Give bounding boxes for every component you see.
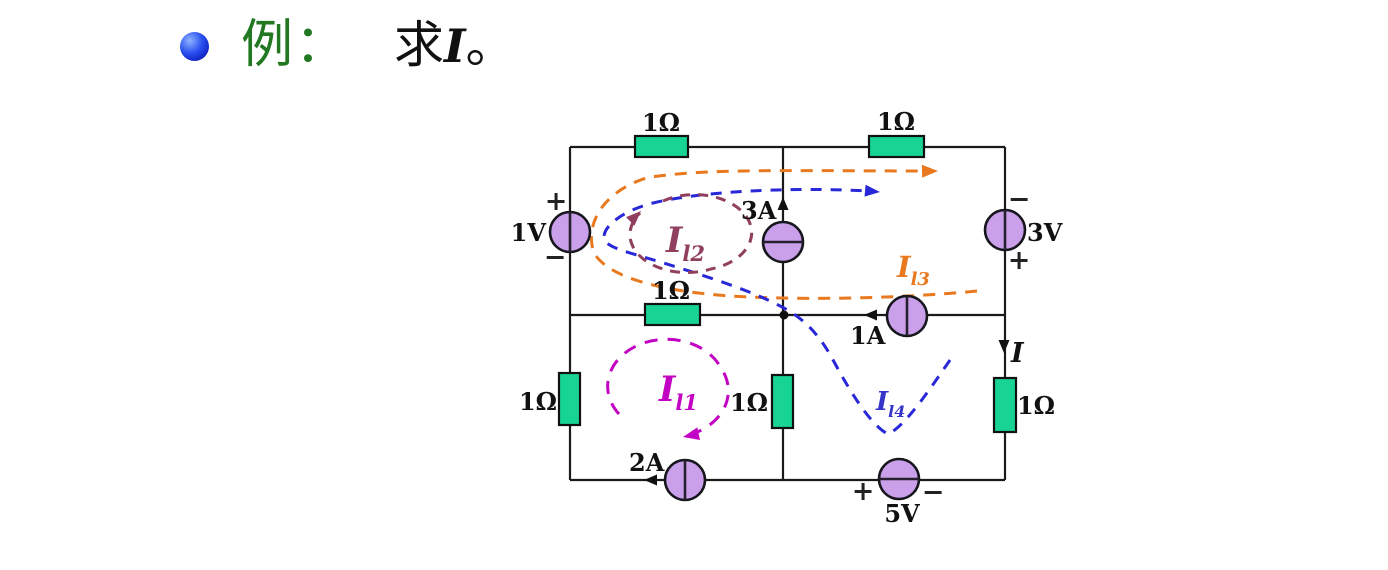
resistor-bottom-right-label: 1Ω <box>1017 391 1055 420</box>
resistor-top-left <box>633 134 690 159</box>
voltage-5v-plus-sign: + <box>852 476 875 507</box>
resistor-middle <box>643 302 702 327</box>
slide-title: 例： 求I。 <box>0 0 1388 90</box>
loop-il2-label: Il2 <box>665 220 705 266</box>
sources: + − 1V 3A − + 3V 1A 2A + − 5V <box>511 184 1063 528</box>
current-1a-arrow-icon <box>864 309 877 321</box>
node-dot <box>779 310 789 320</box>
loop-il3-arrowhead-icon <box>921 164 938 178</box>
question-text: 求I。 <box>394 19 516 72</box>
current-i-arrow-icon <box>998 340 1010 353</box>
voltage-1v-plus-sign: + <box>545 186 568 217</box>
loop-il4-path <box>602 188 952 436</box>
current-3a-label: 3A <box>741 196 777 225</box>
current-3a-arrow-icon <box>777 197 789 210</box>
current-2a-label: 2A <box>629 448 665 477</box>
loop-il1-arrowhead-icon <box>683 427 701 441</box>
question-task: 求 <box>394 17 444 73</box>
voltage-3v-plus-sign: + <box>1008 245 1031 276</box>
resistor-bottom-center <box>770 373 795 430</box>
voltage-3v-label: 3V <box>1027 218 1063 247</box>
loop-il4-arrowhead-icon <box>864 184 880 197</box>
resistor-bottom-left-label: 1Ω <box>519 387 557 416</box>
loop-il1-label: Il1 <box>658 369 698 415</box>
loop-il2-path <box>628 193 754 275</box>
loop-labels: Il1 Il2 Il3 Il4 <box>658 220 930 421</box>
resistors: 1Ω 1Ω 1Ω 1Ω 1Ω 1Ω <box>519 107 1055 434</box>
loop-il1-path <box>606 337 730 438</box>
current-i-label: I <box>1010 338 1025 369</box>
voltage-3v-minus-sign: − <box>1008 184 1031 215</box>
bullet-sphere-icon <box>180 32 209 61</box>
loop-il2-arrowhead-icon <box>626 211 641 226</box>
resistor-top-right-label: 1Ω <box>877 107 915 136</box>
resistor-middle-label: 1Ω <box>652 276 690 305</box>
unknown-current-marker: I <box>998 338 1025 369</box>
voltage-1v-label: 1V <box>511 218 547 247</box>
question-current-symbol: I <box>444 19 466 73</box>
voltage-5v-label: 5V <box>884 499 920 528</box>
current-1a-label: 1A <box>850 321 886 350</box>
voltage-1v-minus-sign: − <box>544 242 567 273</box>
loop-il4-label: Il4 <box>875 387 905 421</box>
loop-il3-label: Il3 <box>896 250 930 290</box>
mesh-loops <box>589 164 978 441</box>
question-full-stop: 。 <box>465 17 516 73</box>
resistor-top-left-label: 1Ω <box>642 108 680 137</box>
example-label: 例： <box>241 16 350 74</box>
resistor-top-right <box>867 134 926 159</box>
resistor-bottom-right <box>992 376 1018 434</box>
resistor-bottom-center-label: 1Ω <box>730 388 768 417</box>
current-2a-arrow-icon <box>644 474 657 486</box>
voltage-5v-minus-sign: − <box>922 477 945 508</box>
resistor-bottom-left <box>557 371 582 427</box>
